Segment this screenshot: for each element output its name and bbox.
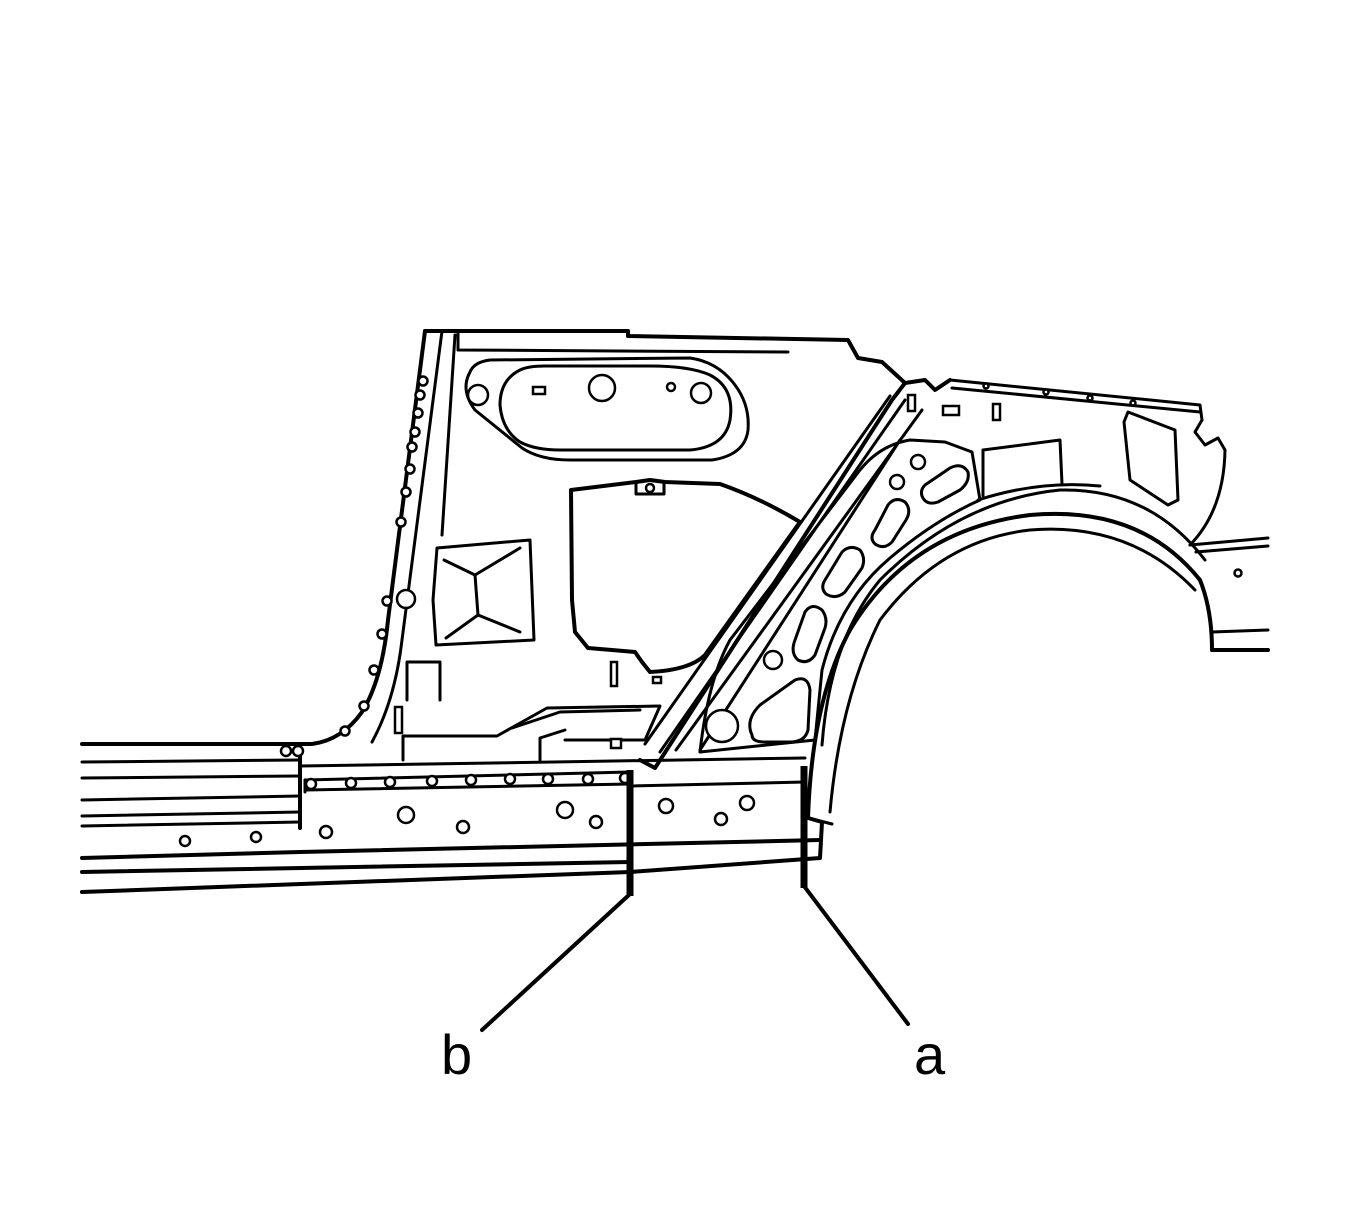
callout-label-b: b bbox=[441, 1023, 472, 1086]
callout-label-a: a bbox=[914, 1023, 946, 1086]
quarter-inner-panel bbox=[339, 329, 1270, 820]
rocker-holes bbox=[178, 744, 756, 848]
rocker-panel bbox=[80, 329, 834, 894]
section-line-b bbox=[480, 770, 634, 1032]
section-line-a bbox=[800, 766, 910, 1026]
